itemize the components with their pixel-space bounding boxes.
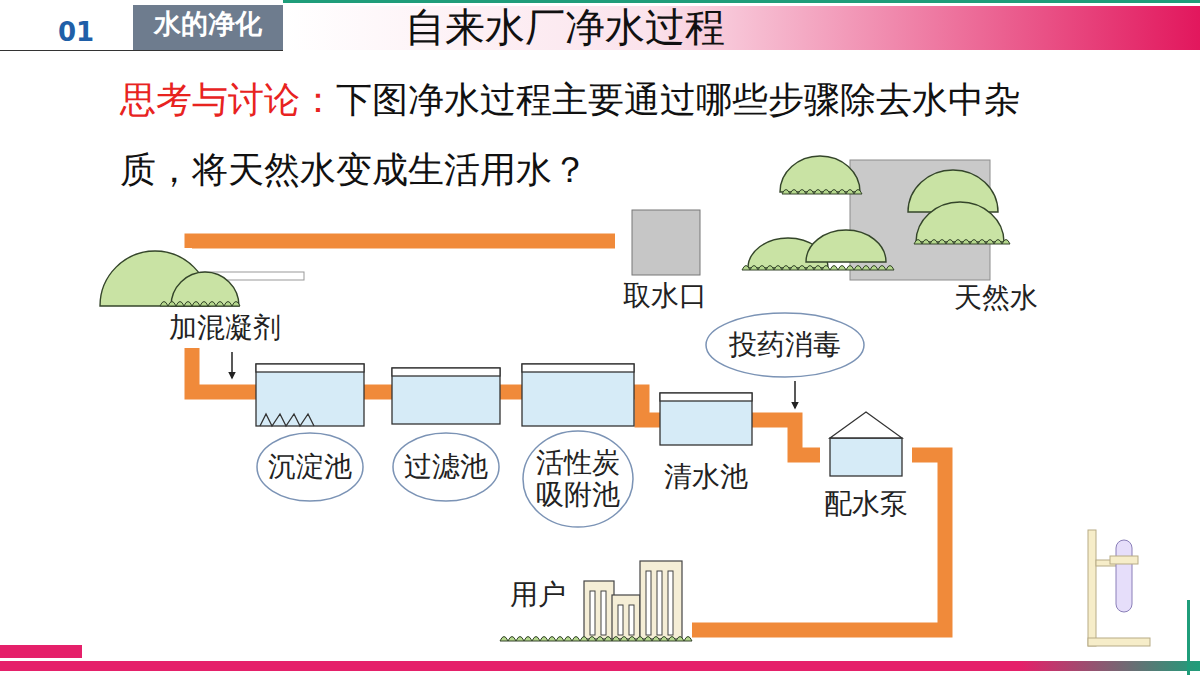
grass bbox=[742, 266, 894, 271]
footer-bar bbox=[0, 661, 1200, 671]
building-window bbox=[618, 605, 623, 635]
label-ellipse bbox=[706, 313, 864, 377]
tube-clamp bbox=[1110, 556, 1138, 564]
water-pipe bbox=[500, 385, 522, 400]
grass bbox=[160, 302, 240, 307]
node-label: 过滤池 bbox=[392, 451, 500, 483]
shape-group bbox=[392, 368, 500, 501]
shape-group bbox=[100, 251, 304, 306]
natural-water-source: 天然水 bbox=[738, 150, 1048, 318]
filter-tank: 过滤池 bbox=[392, 368, 500, 502]
stand-pole bbox=[1088, 530, 1096, 646]
water-pipe bbox=[634, 392, 660, 420]
water-pipe bbox=[364, 385, 392, 400]
grass bbox=[914, 240, 1010, 245]
section-tab-label: 水的净化 bbox=[133, 8, 283, 40]
pump-body bbox=[830, 438, 902, 476]
sedimentation-tank: 沉淀池 bbox=[256, 362, 364, 502]
water-pipe bbox=[192, 241, 615, 248]
tank-rim bbox=[660, 393, 752, 401]
shape-group bbox=[706, 313, 864, 377]
footer-rule bbox=[1187, 600, 1190, 675]
hill bbox=[806, 230, 886, 262]
node-label: 配水泵 bbox=[820, 488, 912, 520]
label-ellipse bbox=[257, 433, 363, 501]
node-label: 加混凝剂 bbox=[150, 312, 300, 344]
node-label: 天然水 bbox=[943, 282, 1048, 314]
shape-group bbox=[522, 364, 634, 527]
clear-water-tank: 清水池 bbox=[660, 393, 752, 505]
water-pipe bbox=[192, 348, 256, 392]
shape-group bbox=[632, 210, 700, 275]
dosing-arrow bbox=[794, 381, 796, 408]
section-tab bbox=[133, 5, 283, 50]
node-label: 清水池 bbox=[660, 461, 752, 493]
coagulant-station: 加混凝剂 bbox=[100, 248, 305, 348]
water-pipe bbox=[752, 420, 820, 455]
building-window bbox=[657, 571, 662, 635]
node-label: 取水口 bbox=[615, 280, 715, 312]
node-label: 投药消毒 bbox=[705, 329, 865, 361]
hill bbox=[171, 272, 239, 306]
test-tube bbox=[1116, 540, 1132, 612]
building bbox=[612, 595, 640, 639]
shape-group bbox=[830, 412, 902, 476]
sludge-hopper bbox=[260, 414, 314, 426]
hill bbox=[780, 156, 860, 192]
hill bbox=[916, 202, 1004, 242]
building-window bbox=[590, 591, 595, 635]
water-intake: 取水口 bbox=[615, 208, 715, 316]
users-buildings: 用户 bbox=[500, 553, 692, 645]
carbon-adsorption-tank: 活性炭吸附池 bbox=[522, 362, 634, 528]
node-label: 沉淀池 bbox=[256, 451, 364, 483]
intake-box bbox=[632, 210, 700, 275]
building-window bbox=[601, 591, 606, 635]
label-ellipse bbox=[393, 433, 499, 501]
tank-rim bbox=[256, 364, 364, 372]
disinfection-callout: 投药消毒 bbox=[705, 312, 865, 378]
grass bbox=[782, 190, 862, 195]
footer-block bbox=[0, 645, 82, 658]
pump-roof bbox=[830, 412, 902, 438]
grass bbox=[500, 637, 692, 642]
tank-rim bbox=[522, 364, 634, 372]
distribution-pump: 配水泵 bbox=[820, 408, 912, 528]
section-number: 01 bbox=[58, 17, 94, 48]
stand-base bbox=[1088, 638, 1150, 646]
building-window bbox=[668, 571, 673, 635]
tank-rim bbox=[392, 368, 500, 376]
node-label: 用户 bbox=[500, 579, 575, 611]
building bbox=[640, 561, 682, 639]
building-window bbox=[629, 605, 634, 635]
shape-group bbox=[256, 364, 364, 501]
building bbox=[584, 581, 614, 639]
flask-icon bbox=[1088, 530, 1150, 646]
tank-body bbox=[522, 364, 634, 426]
shape-group bbox=[660, 393, 752, 445]
top-rule bbox=[283, 0, 1200, 3]
prompt-lead: 思考与讨论： bbox=[120, 79, 336, 120]
shape-group bbox=[500, 561, 692, 641]
shape-group bbox=[742, 156, 1010, 280]
slide-title: 自来水厂净水过程 bbox=[405, 4, 725, 50]
header-rule bbox=[0, 50, 283, 51]
building-window bbox=[646, 571, 651, 635]
dosing-arrow bbox=[231, 352, 233, 378]
tank-body bbox=[660, 393, 752, 445]
tank-body bbox=[392, 368, 500, 424]
node-label: 活性炭吸附池 bbox=[534, 447, 622, 511]
tank-body bbox=[256, 364, 364, 426]
label-ellipse bbox=[523, 431, 633, 527]
